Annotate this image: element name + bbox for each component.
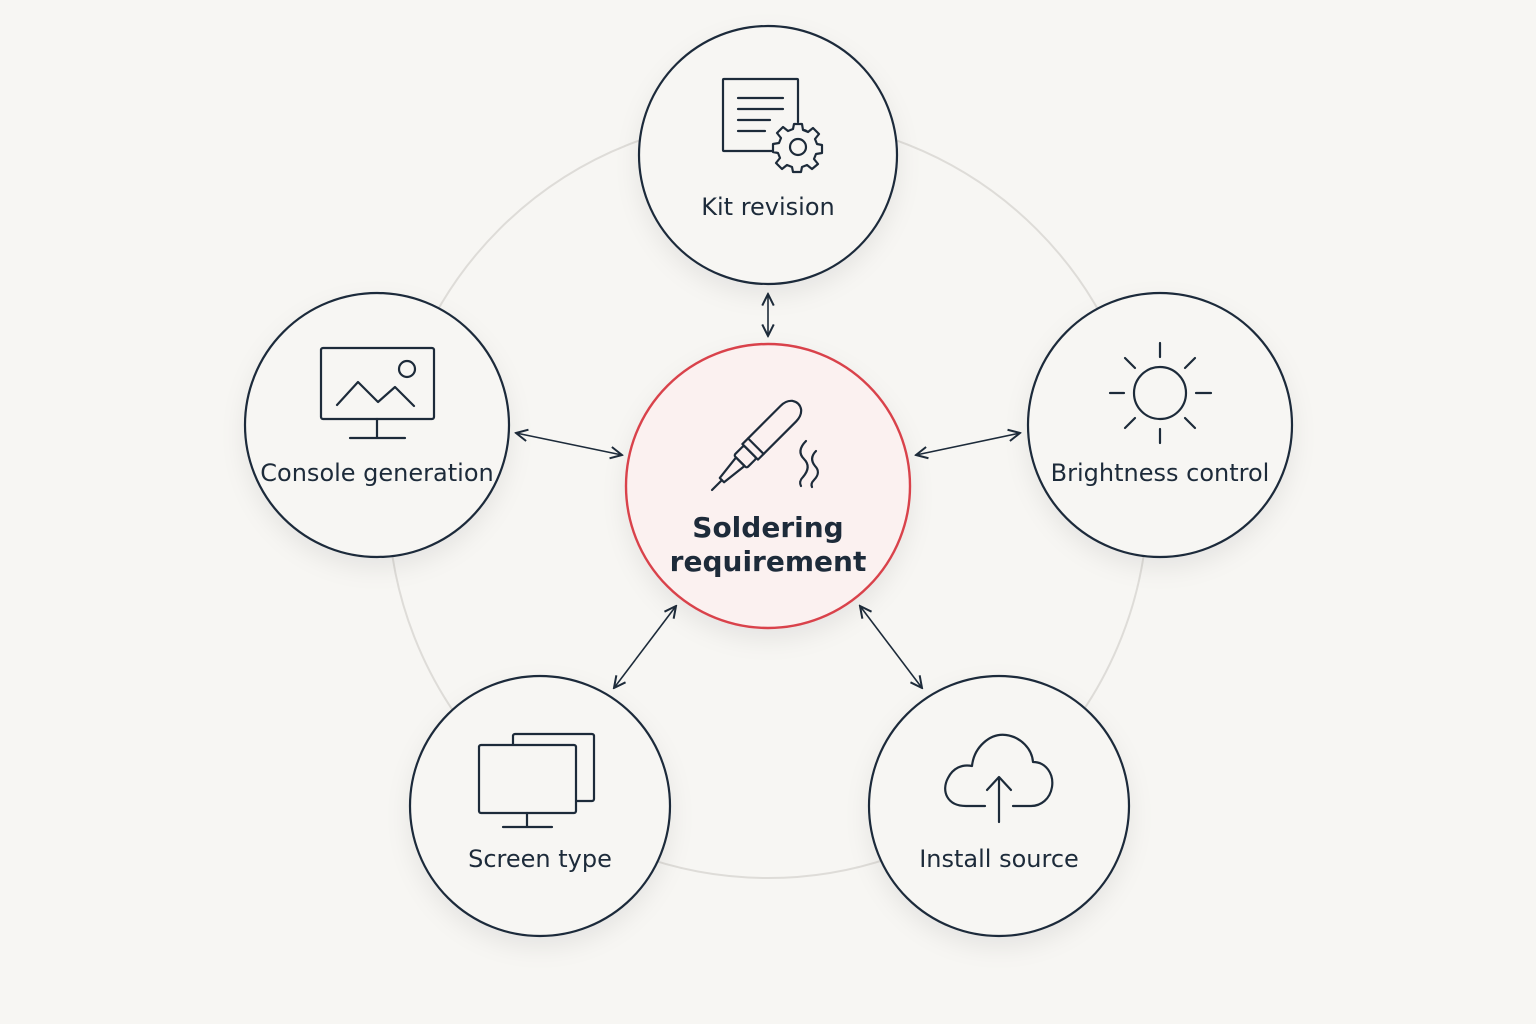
center-label: Soldering requirement <box>670 511 867 579</box>
sun-icon <box>1108 341 1213 445</box>
node-label-console-generation: Console generation <box>260 459 494 487</box>
document-gear-icon <box>721 77 824 174</box>
node-label-screen-type: Screen type <box>468 845 612 873</box>
connector-screen-type <box>614 606 676 688</box>
center-label-line1: Soldering <box>692 511 844 544</box>
center-label-line2: requirement <box>669 545 867 578</box>
node-kit-revision[interactable] <box>637 24 899 286</box>
connector-brightness-control <box>916 433 1020 455</box>
connector-install-source <box>860 606 922 688</box>
dual-monitor-icon <box>477 732 596 829</box>
soldering-iron-icon <box>710 399 819 492</box>
node-soldering-requirement[interactable] <box>624 342 912 630</box>
node-label-kit-revision: Kit revision <box>701 193 835 221</box>
monitor-image-icon <box>319 346 436 440</box>
node-label-brightness-control: Brightness control <box>1050 459 1270 487</box>
connector-console-generation <box>516 433 622 455</box>
node-label-install-source: Install source <box>919 845 1079 873</box>
node-brightness-control[interactable] <box>1026 291 1294 559</box>
cloud-upload-icon <box>944 733 1054 824</box>
